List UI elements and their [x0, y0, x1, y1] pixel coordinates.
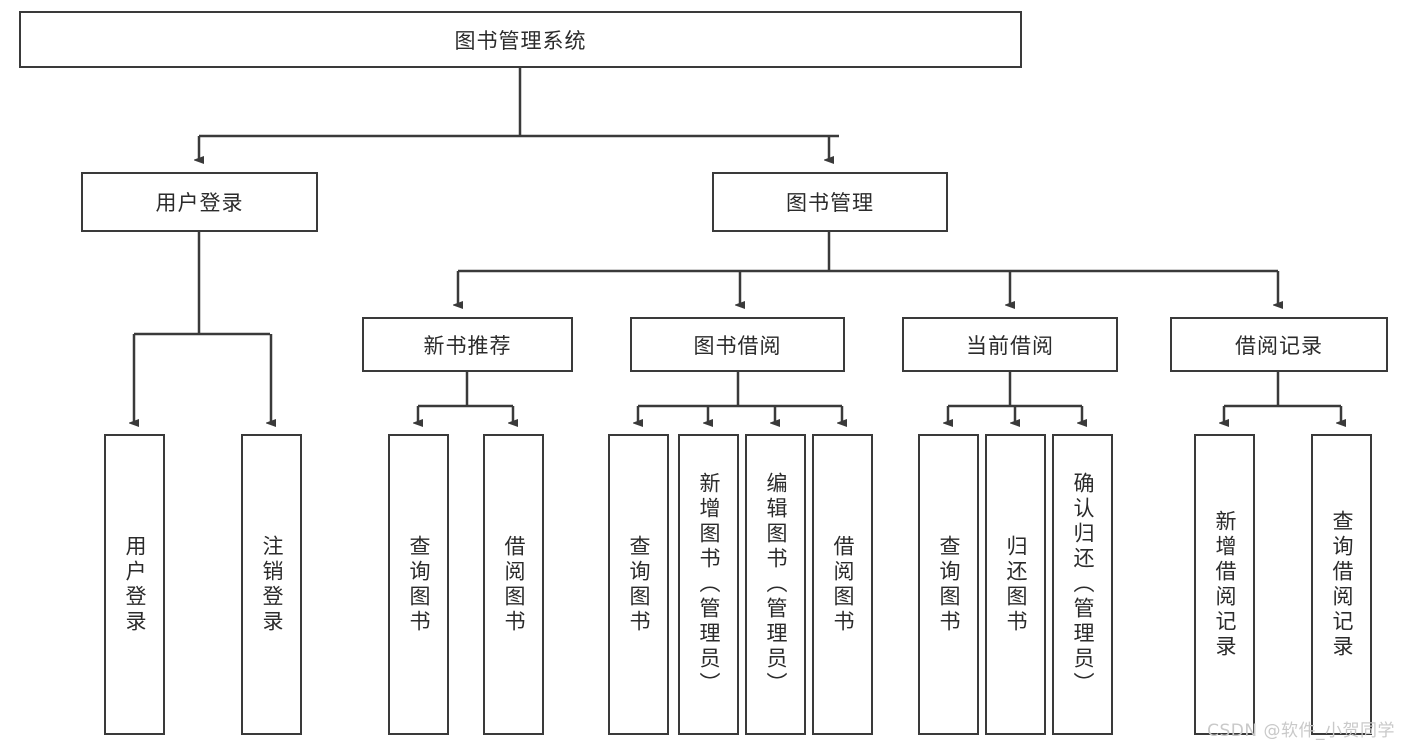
node-new-book-recommend[interactable]: 新书推荐: [362, 317, 573, 372]
leaf-book-borrow-edit-book[interactable]: 编辑图书（管理员）: [745, 434, 806, 735]
node-root-system[interactable]: 图书管理系统: [19, 11, 1022, 68]
leaf-label: 查询图书: [937, 534, 961, 635]
leaf-current-borrow-return-book[interactable]: 归还图书: [985, 434, 1046, 735]
leaf-label: 查询借阅记录: [1330, 509, 1354, 660]
leaf-user-login-logout[interactable]: 注销登录: [241, 434, 302, 735]
node-borrow-record[interactable]: 借阅记录: [1170, 317, 1388, 372]
leaf-book-borrow-borrow-book[interactable]: 借阅图书: [812, 434, 873, 735]
leaf-book-borrow-add-book[interactable]: 新增图书（管理员）: [678, 434, 739, 735]
leaf-label: 借阅图书: [831, 534, 855, 635]
leaf-label: 查询图书: [627, 534, 651, 635]
leaf-new-book-borrow-book[interactable]: 借阅图书: [483, 434, 544, 735]
leaf-current-borrow-query-book[interactable]: 查询图书: [918, 434, 979, 735]
leaf-label: 新增图书（管理员）: [697, 472, 721, 697]
leaf-borrow-record-query-record[interactable]: 查询借阅记录: [1311, 434, 1372, 735]
leaf-label: 归还图书: [1004, 534, 1028, 635]
leaf-label: 注销登录: [260, 534, 284, 635]
node-book-borrow[interactable]: 图书借阅: [630, 317, 845, 372]
leaf-label: 查询图书: [407, 534, 431, 635]
node-book-management[interactable]: 图书管理: [712, 172, 948, 232]
node-current-borrow[interactable]: 当前借阅: [902, 317, 1118, 372]
leaf-new-book-query-book[interactable]: 查询图书: [388, 434, 449, 735]
leaf-user-login-login[interactable]: 用户登录: [104, 434, 165, 735]
leaf-borrow-record-add-record[interactable]: 新增借阅记录: [1194, 434, 1255, 735]
node-user-login[interactable]: 用户登录: [81, 172, 318, 232]
leaf-label: 新增借阅记录: [1213, 509, 1237, 660]
leaf-current-borrow-confirm-return[interactable]: 确认归还（管理员）: [1052, 434, 1113, 735]
leaf-label: 用户登录: [123, 534, 147, 635]
leaf-book-borrow-query-book[interactable]: 查询图书: [608, 434, 669, 735]
watermark-text: CSDN @软件_小贺同学: [1207, 721, 1395, 741]
leaf-label: 确认归还（管理员）: [1071, 472, 1095, 697]
leaf-label: 借阅图书: [502, 534, 526, 635]
leaf-label: 编辑图书（管理员）: [764, 472, 788, 697]
